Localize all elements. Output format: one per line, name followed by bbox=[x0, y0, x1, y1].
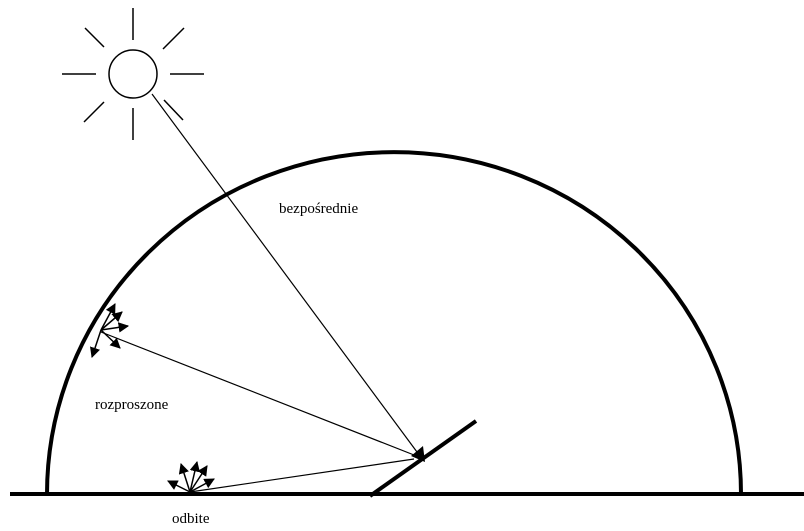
collector-receiving-point bbox=[411, 446, 425, 462]
sky-dome bbox=[45, 150, 743, 495]
diffuse-radiation-label: rozproszone bbox=[95, 397, 169, 413]
diffuse-radiation-ray bbox=[100, 331, 415, 456]
reflected-scatter-arrows bbox=[167, 460, 215, 493]
sun-icon bbox=[62, 8, 204, 140]
direct-radiation-label: bezpośrednie bbox=[279, 201, 359, 217]
reflected-radiation-label: odbite bbox=[172, 511, 210, 527]
direct-radiation-ray bbox=[151, 93, 418, 453]
diffuse-scatter-arrows bbox=[90, 303, 130, 358]
reflected-radiation-ray bbox=[189, 458, 415, 493]
